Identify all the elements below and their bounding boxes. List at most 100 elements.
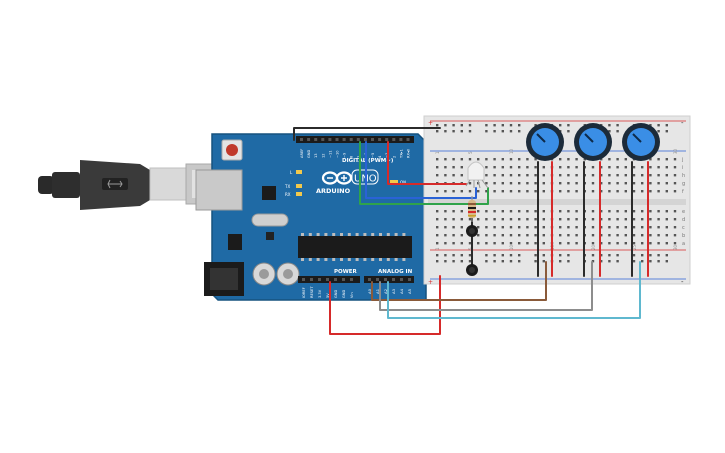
power-pin[interactable] — [318, 278, 321, 281]
terminal-hole[interactable] — [526, 218, 529, 221]
rail-hole[interactable] — [509, 254, 513, 257]
rail-hole[interactable] — [567, 254, 570, 257]
header-pin[interactable] — [392, 138, 396, 141]
rail-hole[interactable] — [542, 260, 545, 263]
terminal-hole[interactable] — [673, 226, 677, 229]
terminal-hole[interactable] — [477, 218, 480, 221]
terminal-hole[interactable] — [567, 158, 570, 161]
led-icon[interactable] — [465, 161, 489, 189]
terminal-hole[interactable] — [673, 218, 677, 221]
rail-hole[interactable] — [436, 130, 439, 133]
terminal-hole[interactable] — [632, 166, 636, 169]
header-pin[interactable] — [328, 138, 332, 141]
rail-hole[interactable] — [657, 260, 660, 263]
terminal-hole[interactable] — [616, 234, 619, 237]
terminal-hole[interactable] — [444, 210, 447, 213]
terminal-hole[interactable] — [493, 210, 496, 213]
terminal-hole[interactable] — [632, 242, 636, 245]
terminal-hole[interactable] — [477, 158, 480, 161]
terminal-hole[interactable] — [559, 174, 562, 177]
terminal-hole[interactable] — [485, 234, 488, 237]
rail-hole[interactable] — [460, 130, 463, 133]
terminal-hole[interactable] — [591, 218, 595, 221]
terminal-hole[interactable] — [436, 218, 439, 221]
terminal-hole[interactable] — [542, 234, 545, 237]
pushbutton-icon[interactable] — [466, 225, 478, 237]
wire-a2-cyan[interactable] — [387, 261, 641, 319]
rail-hole[interactable] — [559, 254, 562, 257]
terminal-hole[interactable] — [575, 158, 578, 161]
terminal-hole[interactable] — [657, 218, 660, 221]
potentiometer-icon[interactable] — [574, 123, 612, 161]
terminal-hole[interactable] — [444, 174, 447, 177]
terminal-hole[interactable] — [559, 218, 562, 221]
rail-hole[interactable] — [616, 130, 619, 133]
terminal-hole[interactable] — [575, 210, 578, 213]
terminal-hole[interactable] — [509, 174, 513, 177]
terminal-hole[interactable] — [673, 234, 677, 237]
terminal-hole[interactable] — [542, 242, 545, 245]
terminal-hole[interactable] — [460, 234, 463, 237]
header-pin[interactable] — [300, 138, 303, 141]
rail-hole[interactable] — [665, 260, 668, 263]
terminal-hole[interactable] — [673, 190, 677, 193]
rail-hole[interactable] — [518, 124, 521, 127]
terminal-hole[interactable] — [600, 210, 603, 213]
header-pin[interactable] — [349, 138, 353, 141]
terminal-hole[interactable] — [657, 166, 660, 169]
terminal-hole[interactable] — [632, 210, 636, 213]
rail-hole[interactable] — [591, 260, 595, 263]
wire-green-pin[interactable] — [359, 141, 489, 205]
potentiometer-icon[interactable] — [526, 123, 564, 161]
terminal-hole[interactable] — [485, 226, 488, 229]
resistor-icon[interactable] — [468, 196, 476, 222]
terminal-hole[interactable] — [460, 218, 463, 221]
wire-a0-brown[interactable] — [371, 261, 547, 301]
terminal-hole[interactable] — [518, 226, 521, 229]
rail-hole[interactable] — [657, 254, 660, 257]
terminal-hole[interactable] — [518, 242, 521, 245]
rail-hole[interactable] — [608, 254, 611, 257]
terminal-hole[interactable] — [534, 218, 537, 221]
rail-hole[interactable] — [468, 254, 472, 257]
terminal-hole[interactable] — [657, 190, 660, 193]
terminal-hole[interactable] — [436, 226, 439, 229]
terminal-hole[interactable] — [460, 210, 463, 213]
terminal-hole[interactable] — [657, 174, 660, 177]
rail-hole[interactable] — [608, 260, 611, 263]
terminal-hole[interactable] — [444, 218, 447, 221]
terminal-hole[interactable] — [452, 242, 455, 245]
rail-hole[interactable] — [608, 130, 611, 133]
rail-hole[interactable] — [518, 260, 521, 263]
wire-gnd-black[interactable] — [293, 127, 441, 141]
terminal-hole[interactable] — [657, 234, 660, 237]
terminal-hole[interactable] — [616, 218, 619, 221]
wire-red-pin[interactable] — [387, 141, 467, 185]
terminal-hole[interactable] — [542, 182, 545, 185]
terminal-hole[interactable] — [608, 234, 611, 237]
terminal-hole[interactable] — [665, 234, 668, 237]
terminal-hole[interactable] — [460, 158, 463, 161]
analog-pin[interactable] — [376, 278, 379, 281]
terminal-hole[interactable] — [657, 158, 660, 161]
terminal-hole[interactable] — [665, 242, 668, 245]
rail-hole[interactable] — [608, 124, 611, 127]
power-pin[interactable] — [326, 278, 329, 281]
terminal-hole[interactable] — [591, 234, 595, 237]
terminal-hole[interactable] — [559, 210, 562, 213]
rail-hole[interactable] — [460, 254, 463, 257]
terminal-hole[interactable] — [477, 226, 480, 229]
terminal-hole[interactable] — [591, 174, 595, 177]
rail-hole[interactable] — [468, 260, 472, 263]
terminal-hole[interactable] — [616, 210, 619, 213]
rail-hole[interactable] — [485, 260, 488, 263]
terminal-hole[interactable] — [452, 190, 455, 193]
terminal-hole[interactable] — [493, 166, 496, 169]
terminal-hole[interactable] — [526, 182, 529, 185]
terminal-hole[interactable] — [526, 190, 529, 193]
rail-hole[interactable] — [444, 254, 447, 257]
terminal-hole[interactable] — [485, 174, 488, 177]
terminal-hole[interactable] — [509, 190, 513, 193]
terminal-hole[interactable] — [493, 158, 496, 161]
terminal-hole[interactable] — [657, 182, 660, 185]
